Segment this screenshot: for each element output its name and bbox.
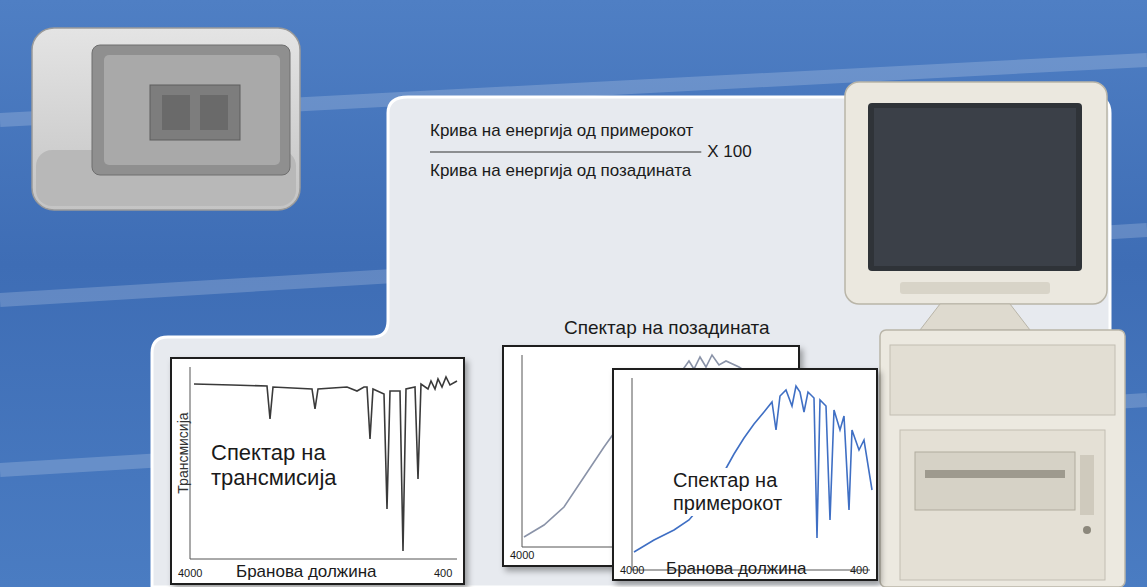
plot-label: 400 xyxy=(434,567,452,580)
formula-text: Крива на енергија од позадината xyxy=(430,161,691,181)
spectrum-curve xyxy=(194,377,457,551)
formula-text: Крива на енергија од примерокот xyxy=(430,121,693,141)
spectrum-plot: Трансмисија Спектар на трансмисија 4000 Бра… xyxy=(170,357,465,585)
monitor xyxy=(845,82,1107,330)
plot-label: Спектар на трансмисија xyxy=(208,439,364,492)
plot-label: 400 xyxy=(850,564,868,577)
spectrum-curve xyxy=(634,386,872,552)
spectrum-plot: Спектар на примерокот 4000 Бранова должина… xyxy=(612,368,878,581)
plot-label: Спектар на примерокот xyxy=(670,468,806,516)
spectrometer xyxy=(32,28,300,210)
plot-label: Трансмисија xyxy=(175,398,191,508)
x-axis xyxy=(190,559,457,560)
plot-label: Спектар на позадината xyxy=(564,317,770,339)
plot-label: Бранова должина xyxy=(666,559,807,579)
y-axis xyxy=(522,355,523,547)
plot-label: 4000 xyxy=(620,564,644,577)
tower xyxy=(880,330,1125,587)
plot-label: 4000 xyxy=(510,549,534,562)
plot-label: Бранова должина xyxy=(236,562,377,582)
formula-text: X 100 xyxy=(707,142,751,162)
plot-label: 4000 xyxy=(178,567,202,580)
y-axis xyxy=(632,378,633,570)
fraction-line xyxy=(430,151,701,152)
